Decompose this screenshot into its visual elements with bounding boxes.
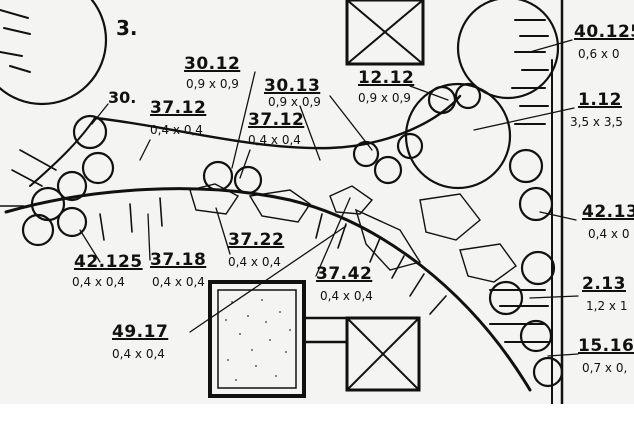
plant-label-size: 0,6 x 0 (578, 47, 620, 61)
plant-label-code: 30.12 (184, 54, 241, 74)
plant-label-code: 40.125 (574, 22, 634, 42)
plant-label-code: 37.12 (150, 98, 207, 118)
plant-label-size: 0,4 x 0,4 (248, 133, 301, 147)
point-marker: 30. (108, 88, 137, 107)
plant-label-size: 1,2 x 1 (586, 299, 628, 313)
plant-label-code: 37.12 (248, 110, 305, 130)
basin-stipple (225, 299, 291, 381)
plant-label-size: 0,9 x 0,9 (186, 77, 239, 91)
path-edge-arc (4, 187, 532, 392)
plant-label-size: 0,4 x 0,4 (150, 123, 203, 137)
water-basin (208, 280, 306, 398)
plant-label-code: 1.12 (578, 90, 622, 110)
plant-label-code: 37.42 (316, 264, 373, 284)
plant-label-size: 3,5 x 3,5 (570, 115, 623, 129)
plant-label-size: 0,4 x 0,4 (72, 275, 125, 289)
tree-canopy-right (456, 0, 560, 100)
plant-label-code: 2.13 (582, 274, 626, 294)
plant-label-size: 0,4 x 0,4 (228, 255, 281, 269)
plant-label-size: 0,4 x 0 (588, 227, 630, 241)
plant-label-size: 0,4 x 0,4 (152, 275, 205, 289)
plant-label-code: 42.125 (74, 252, 143, 272)
plant-label-size: 0,4 x 0,4 (320, 289, 373, 303)
tree-canopy-mid (404, 82, 512, 190)
plant-label-code: 12.12 (358, 68, 415, 88)
blank-margin (0, 404, 634, 446)
plant-label-code: 42.13 (582, 202, 634, 222)
plant-label-size: 0,4 x 0,4 (112, 347, 165, 361)
plant-label-size: 0,9 x 0,9 (268, 95, 321, 109)
plant-label-code: 37.22 (228, 230, 285, 250)
plant-label-size: 0,9 x 0,9 (358, 91, 411, 105)
bed-outline-top (93, 94, 462, 150)
plant-label-code: 37.18 (150, 250, 207, 270)
section-marker: 3. (116, 16, 138, 40)
plant-label-code: 30.13 (264, 76, 321, 96)
plant-label-code: 15.16 (578, 336, 634, 356)
large-tree-canopy (0, 0, 108, 106)
plan-linework (0, 0, 579, 404)
structure-top (345, 0, 425, 66)
plant-label-code: 49.17 (112, 322, 169, 342)
structure-bottom (345, 316, 421, 392)
plant-label-size: 0,7 x 0, (582, 361, 628, 375)
landscape-plan-drawing: 3. 30. 30.12 0,9 x 0,9 30.13 0,9 x 0,9 1… (0, 0, 634, 404)
